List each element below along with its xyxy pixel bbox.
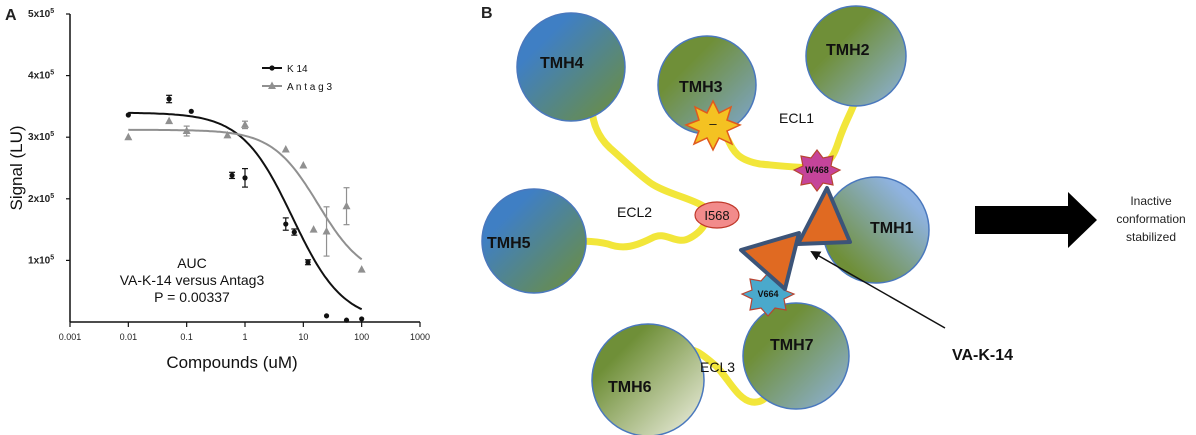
y-axis-title: Signal (LU) [7, 125, 26, 210]
data-point-antag3 [281, 145, 290, 153]
y-tick-label: 2x105 [28, 193, 54, 205]
data-point-antag3 [342, 201, 351, 210]
data-point-antag3 [299, 161, 308, 169]
label-tmh4: TMH4 [540, 55, 584, 72]
data-point-antag3 [309, 225, 318, 233]
data-point-k14 [283, 221, 289, 227]
x-tick-label: 0.01 [120, 332, 138, 342]
ligand-triangle-lower [739, 231, 801, 291]
receptor-diagram: TMH4 TMH3 TMH2 TMH5 TMH1 TMH6 TMH7 ECL1 … [481, 5, 1186, 435]
label-ecl3: ECL3 [700, 359, 735, 375]
residue-i568 [694, 201, 740, 229]
annotation-auc: AUC [177, 255, 207, 271]
x-tick-label: 100 [354, 332, 369, 342]
data-point-k14 [242, 175, 248, 181]
x-tick-label: 10 [298, 332, 308, 342]
data-point-antag3 [182, 126, 191, 135]
annotation-p-value: P = 0.00337 [154, 289, 230, 305]
label-tmh7: TMH7 [770, 337, 814, 354]
data-point-antag3 [241, 120, 249, 128]
y-tick-label: 3x105 [28, 131, 54, 143]
data-point-antag3 [357, 265, 366, 273]
error-bars [166, 94, 350, 266]
label-i568: I568 [704, 208, 729, 223]
label-w468: W468 [805, 165, 829, 175]
legend-label: A n t a g 3 [287, 82, 332, 93]
data-point-k14 [323, 313, 330, 319]
panel-label-a: A [5, 7, 17, 24]
data-point-k14 [166, 96, 172, 102]
label-tmh5: TMH5 [487, 235, 531, 252]
annotation-comparison: VA-K-14 versus Antag3 [120, 272, 265, 288]
x-tick-label: 1000 [410, 332, 430, 342]
label-ecl2: ECL2 [617, 204, 652, 220]
data-point-antag3 [322, 226, 331, 235]
helix-tmh7 [742, 302, 850, 410]
data-point-k14 [291, 229, 297, 235]
helix-tmh4 [516, 12, 626, 122]
legend-label: K 14 [287, 64, 308, 75]
helix-tmh2 [805, 5, 907, 107]
x-tick-label: 1 [242, 332, 247, 342]
label-tmh6: TMH6 [608, 379, 652, 396]
label-tmh2: TMH2 [826, 42, 870, 59]
legend-marker [269, 65, 275, 71]
fit-curves [128, 111, 363, 311]
ligand-label: VA-K-14 [952, 347, 1013, 364]
chart-legend: K 14 A n t a g 3 [262, 64, 332, 93]
fit-curve-antag3 [128, 128, 363, 261]
result-arrow [975, 192, 1097, 248]
fit-curve-k14 [128, 111, 363, 311]
data-point-antag3 [165, 116, 174, 125]
star-label: – [709, 116, 717, 131]
data-point-k14 [305, 259, 311, 265]
x-axis-title: Compounds (uM) [166, 353, 297, 372]
residue-w468 [792, 149, 842, 192]
helix-tmh6 [591, 323, 705, 435]
x-tick-label: 0.001 [59, 332, 82, 342]
data-point-antag3 [124, 132, 133, 141]
y-tick-label: 1x105 [28, 254, 54, 266]
ligand-triangle-upper [796, 186, 852, 246]
panel-label-b: B [481, 5, 493, 22]
label-tmh1: TMH1 [870, 220, 914, 237]
legend-marker [268, 81, 276, 89]
star-marker-tmh3 [684, 99, 742, 152]
y-tick-label: 5x105 [28, 8, 54, 20]
ligand-pointer-arrow [810, 251, 946, 329]
outcome-line-1: Inactive [1130, 194, 1172, 208]
label-tmh3: TMH3 [679, 79, 723, 96]
outcome-line-3: stabilized [1126, 230, 1176, 244]
label-ecl1: ECL1 [779, 110, 814, 126]
data-point-k14 [188, 108, 194, 114]
data-point-k14 [125, 112, 131, 118]
y-tick-label: 4x105 [28, 70, 54, 82]
x-axis-ticks: 0.001 0.01 0.1 1 10 100 1000 [59, 322, 430, 342]
data-point-k14 [359, 316, 365, 322]
x-tick-label: 0.1 [180, 332, 193, 342]
helix-tmh5 [481, 188, 587, 294]
outcome-line-2: conformation [1116, 212, 1185, 226]
y-axis-ticks: 1x105 2x105 3x105 4x105 5x105 [28, 8, 70, 266]
dose-response-chart: 1x105 2x105 3x105 4x105 5x105 0.001 0.01 0.1 1 1… [7, 8, 430, 372]
data-point-antag3 [223, 130, 232, 139]
data-point-k14 [229, 172, 235, 178]
label-v664: V664 [757, 289, 778, 299]
